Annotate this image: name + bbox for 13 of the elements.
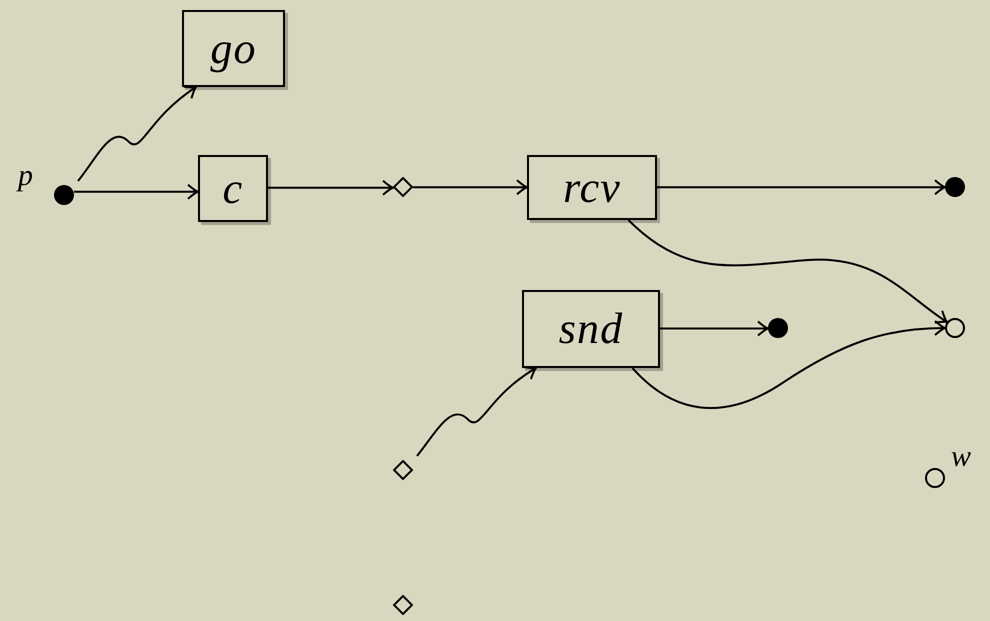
- node-caption: w: [951, 442, 972, 472]
- node-label: rcv: [563, 166, 621, 210]
- diamond-node: [393, 460, 413, 480]
- node-label: snd: [558, 307, 624, 351]
- process-box: [527, 155, 657, 220]
- process-box: [182, 10, 285, 87]
- node-label: go: [210, 26, 257, 70]
- process-box: [522, 290, 660, 368]
- process-box: [198, 155, 268, 222]
- node-label: c: [222, 166, 244, 210]
- diamond-node: [393, 177, 413, 197]
- node-caption: p: [18, 161, 33, 191]
- diamond-node: [393, 595, 413, 615]
